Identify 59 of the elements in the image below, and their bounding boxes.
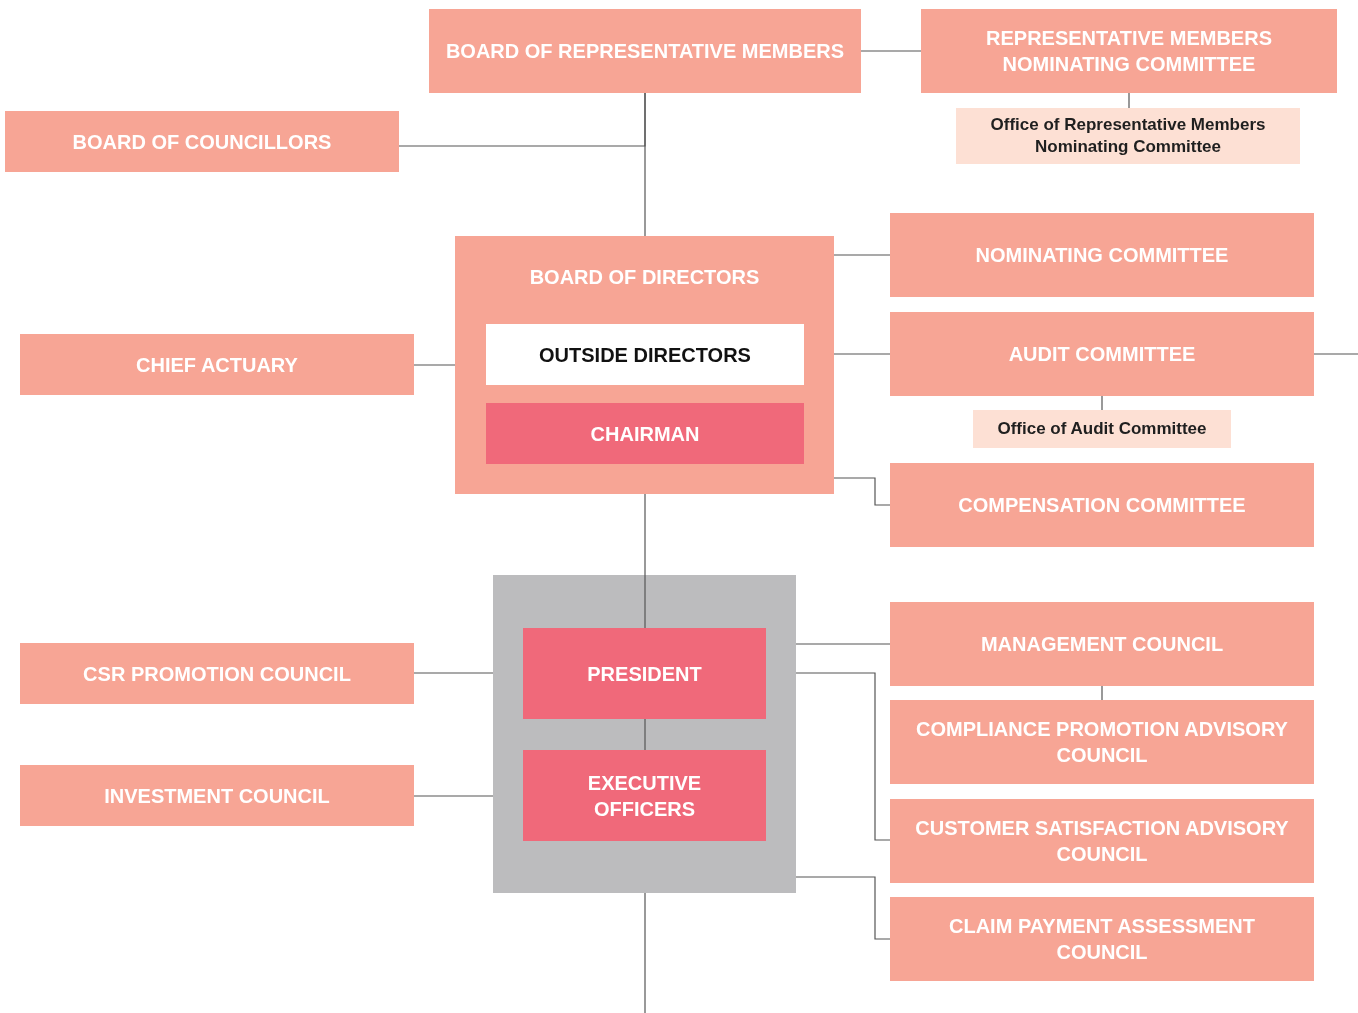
group-panel — [493, 575, 796, 893]
box-label: BOARD OF COUNCILLORS — [71, 129, 333, 155]
officer-box — [523, 628, 766, 719]
connector-line — [795, 672, 891, 841]
org-box — [20, 765, 414, 826]
box-label: CLAIM PAYMENT ASSESSMENT COUNCIL — [948, 914, 1256, 965]
org-box — [890, 463, 1314, 547]
connector-line — [795, 876, 891, 940]
connector-line — [1101, 395, 1103, 411]
org-box — [455, 236, 834, 494]
connector-line — [644, 718, 646, 751]
org-box — [429, 9, 861, 93]
box-label: COMPENSATION COMMITTEE — [957, 493, 1247, 518]
connector-line — [644, 92, 646, 237]
officer-box — [486, 403, 804, 464]
org-box — [486, 324, 804, 385]
box-label: Office of Representative Members Nominating Committee — [989, 113, 1267, 158]
office-box — [956, 108, 1300, 164]
org-box — [890, 312, 1314, 396]
box-label: CHIEF ACTUARY — [135, 352, 299, 378]
box-label: CHAIRMAN — [589, 421, 701, 447]
org-box — [921, 9, 1337, 93]
connector-line — [795, 643, 891, 645]
org-box — [890, 602, 1314, 686]
org-box — [890, 897, 1314, 981]
connector-line — [1101, 685, 1103, 701]
box-label: INVESTMENT COUNCIL — [103, 783, 331, 809]
connector-line — [413, 795, 494, 797]
box-label: OUTSIDE DIRECTORS — [538, 342, 752, 368]
org-box — [890, 799, 1314, 883]
org-box — [890, 213, 1314, 297]
office-box — [973, 410, 1231, 448]
box-label: AUDIT COMMITTEE — [1007, 342, 1197, 367]
connector-line — [644, 892, 646, 1013]
org-box — [20, 643, 414, 704]
connector-line — [1313, 353, 1358, 355]
connector-line — [833, 353, 891, 355]
group-title: BOARD OF DIRECTORS — [528, 265, 761, 290]
connector-line — [413, 364, 456, 366]
box-label: COMPLIANCE PROMOTION ADVISORY COUNCIL — [915, 717, 1289, 768]
box-label: NOMINATING COMMITTEE — [974, 243, 1230, 268]
box-label: REPRESENTATIVE MEMBERS NOMINATING COMMITTEE — [985, 26, 1273, 77]
org-box — [20, 334, 414, 395]
box-label: EXECUTIVE OFFICERS — [586, 770, 703, 822]
box-label: Office of Audit Committee — [996, 417, 1208, 440]
box-label: BOARD OF REPRESENTATIVE MEMBERS — [444, 39, 846, 64]
box-label: CUSTOMER SATISFACTION ADVISORY COUNCIL — [914, 816, 1290, 867]
connector-line — [413, 672, 494, 674]
connector-line — [833, 477, 891, 506]
org-box — [5, 111, 399, 172]
connector-line — [644, 493, 646, 629]
box-label: CSR PROMOTION COUNCIL — [82, 661, 352, 687]
org-box — [890, 700, 1314, 784]
connector-line — [833, 254, 891, 256]
connector-line — [1128, 92, 1130, 109]
box-label: PRESIDENT — [586, 661, 703, 687]
box-label: MANAGEMENT COUNCIL — [979, 632, 1225, 657]
connector-line — [860, 50, 922, 52]
officer-box — [523, 750, 766, 841]
